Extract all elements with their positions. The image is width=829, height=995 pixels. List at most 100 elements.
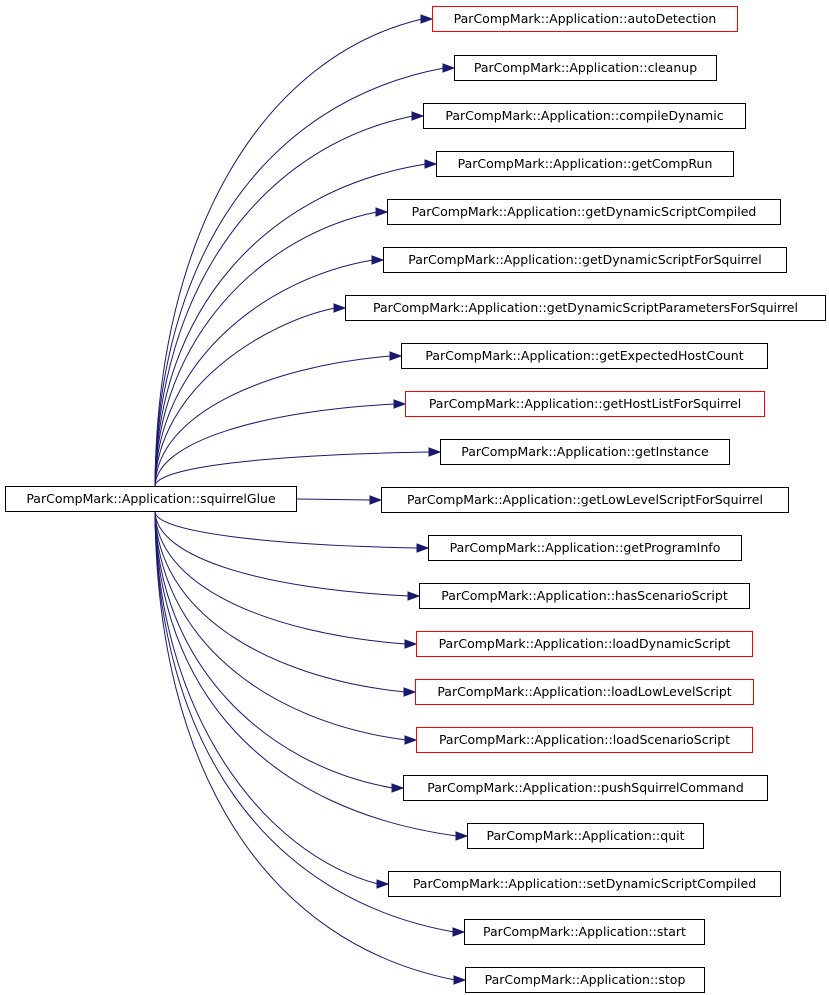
callee-node-box xyxy=(381,487,789,513)
callee-node[interactable]: ParCompMark::Application::getHostListFor… xyxy=(405,391,765,417)
callee-node-box xyxy=(440,439,730,465)
arrowhead xyxy=(428,447,442,457)
callee-node-label: ParCompMark::Application::getHostListFor… xyxy=(429,396,741,411)
callee-node[interactable]: ParCompMark::Application::getLowLevelScr… xyxy=(381,487,789,513)
callee-node-label: ParCompMark::Application::getDynamicScri… xyxy=(408,252,761,267)
callee-node[interactable]: ParCompMark::Application::getDynamicScri… xyxy=(387,199,781,225)
arrowhead xyxy=(404,639,418,649)
callee-node-label: ParCompMark::Application::hasScenarioScr… xyxy=(441,588,728,603)
callee-node-box xyxy=(436,151,734,177)
callee-node[interactable]: ParCompMark::Application::compileDynamic xyxy=(423,103,746,129)
arrowhead xyxy=(375,207,389,217)
callee-node-box xyxy=(428,535,742,561)
arrowhead xyxy=(391,783,405,793)
arrowhead xyxy=(416,543,430,553)
callee-node-box xyxy=(345,295,826,321)
call-edge xyxy=(154,511,419,549)
call-edge xyxy=(154,451,431,487)
callee-node-label: ParCompMark::Application::getDynamicScri… xyxy=(373,300,798,315)
call-edges xyxy=(154,14,469,985)
callee-node-box xyxy=(465,967,705,993)
callee-node-label: ParCompMark::Application::getCompRun xyxy=(458,156,713,171)
callee-node-box xyxy=(388,871,781,897)
callee-node-label: ParCompMark::Application::autoDetection xyxy=(454,11,717,26)
callee-node-label: ParCompMark::Application::getDynamicScri… xyxy=(412,204,757,219)
call-edge xyxy=(154,511,394,789)
callee-node-label: ParCompMark::Application::cleanup xyxy=(474,60,697,75)
callee-node[interactable]: ParCompMark::Application::getExpectedHos… xyxy=(401,343,768,369)
call-edge xyxy=(154,115,414,487)
callee-node-label: ParCompMark::Application::pushSquirrelCo… xyxy=(427,780,744,795)
call-edge xyxy=(154,511,407,741)
callee-node[interactable]: ParCompMark::Application::getProgramInfo xyxy=(428,535,742,561)
callee-node-label: ParCompMark::Application::stop xyxy=(485,972,686,987)
callee-node[interactable]: ParCompMark::Application::loadDynamicScr… xyxy=(416,631,753,657)
arrowhead xyxy=(369,495,383,505)
callee-node[interactable]: ParCompMark::Application::stop xyxy=(465,967,705,993)
callee-node-label: ParCompMark::Application::getLowLevelScr… xyxy=(407,492,763,507)
callee-node-box xyxy=(416,631,753,657)
call-edge xyxy=(154,511,455,933)
callee-node[interactable]: ParCompMark::Application::loadScenarioSc… xyxy=(416,727,753,753)
call-edge xyxy=(154,259,374,487)
callee-node[interactable]: ParCompMark::Application::loadLowLevelSc… xyxy=(415,679,754,705)
arrowhead xyxy=(371,255,385,265)
call-edge xyxy=(154,307,336,487)
arrowhead xyxy=(407,591,421,601)
call-edge xyxy=(154,355,392,487)
callee-node-box xyxy=(383,247,787,273)
callee-node[interactable]: ParCompMark::Application::getInstance xyxy=(440,439,730,465)
callee-node-label: ParCompMark::Application::quit xyxy=(486,828,684,843)
callee-node[interactable]: ParCompMark::Application::cleanup xyxy=(454,55,717,81)
callee-node[interactable]: ParCompMark::Application::getCompRun xyxy=(436,151,734,177)
callee-node[interactable]: ParCompMark::Application::start xyxy=(464,919,705,945)
callee-node-label: ParCompMark::Application::compileDynamic xyxy=(445,108,723,123)
arrowhead xyxy=(424,159,438,169)
callee-node-box xyxy=(423,103,746,129)
callee-node-box xyxy=(403,775,768,801)
arrowhead xyxy=(393,399,407,409)
arrowhead xyxy=(404,735,418,745)
callee-node-box xyxy=(416,727,753,753)
callee-node-box xyxy=(464,919,705,945)
call-nodes: ParCompMark::Application::autoDetectionP… xyxy=(5,6,826,993)
call-edge xyxy=(154,163,427,487)
root-node-box xyxy=(5,486,297,512)
arrowhead xyxy=(442,63,456,73)
callee-node[interactable]: ParCompMark::Application::hasScenarioScr… xyxy=(419,583,750,609)
callee-node-label: ParCompMark::Application::loadScenarioSc… xyxy=(439,732,730,747)
callee-node[interactable]: ParCompMark::Application::pushSquirrelCo… xyxy=(403,775,768,801)
callee-node-label: ParCompMark::Application::loadLowLevelSc… xyxy=(437,684,731,699)
arrowhead xyxy=(333,303,347,313)
callee-node-label: ParCompMark::Application::getExpectedHos… xyxy=(425,348,743,363)
arrowhead xyxy=(389,351,403,361)
callee-node-label: ParCompMark::Application::getProgramInfo xyxy=(450,540,721,555)
arrowhead xyxy=(403,687,417,697)
callee-node-label: ParCompMark::Application::start xyxy=(483,924,686,939)
callee-node-box xyxy=(467,823,704,849)
call-edge xyxy=(154,67,445,487)
callee-node-box xyxy=(419,583,750,609)
callee-node[interactable]: ParCompMark::Application::autoDetection xyxy=(432,6,738,32)
callee-node[interactable]: ParCompMark::Application::quit xyxy=(467,823,704,849)
call-edge xyxy=(154,511,407,645)
callee-node[interactable]: ParCompMark::Application::getDynamicScri… xyxy=(383,247,787,273)
callee-node-label: ParCompMark::Application::getInstance xyxy=(461,444,709,459)
root-node[interactable]: ParCompMark::Application::squirrelGlue xyxy=(5,486,297,512)
call-edge xyxy=(154,18,423,487)
call-edge xyxy=(154,511,379,885)
call-edge xyxy=(154,511,406,693)
arrowhead xyxy=(376,879,390,889)
callee-node-label: ParCompMark::Application::loadDynamicScr… xyxy=(439,636,731,651)
arrowhead xyxy=(452,927,466,937)
call-edge xyxy=(296,498,372,501)
callee-node[interactable]: ParCompMark::Application::getDynamicScri… xyxy=(345,295,826,321)
callee-node[interactable]: ParCompMark::Application::setDynamicScri… xyxy=(388,871,781,897)
call-edge xyxy=(154,511,456,981)
callee-node-label: ParCompMark::Application::setDynamicScri… xyxy=(413,876,756,891)
arrowhead xyxy=(420,14,434,24)
call-edge xyxy=(154,403,396,487)
arrowhead xyxy=(411,111,425,121)
callee-node-box xyxy=(387,199,781,225)
